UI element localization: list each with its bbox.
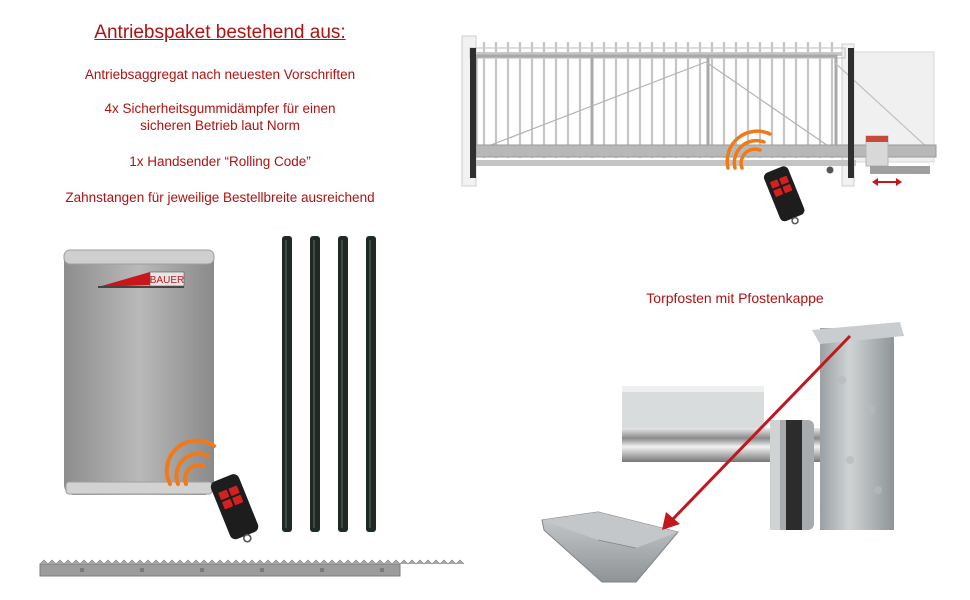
item-dampers-line2: sicheren Betrieb laut Norm <box>140 118 300 133</box>
sliding-gate <box>461 35 937 187</box>
hand-transmitter-remote-icon <box>210 474 259 543</box>
pointer-arrow-icon <box>662 334 852 530</box>
item-dampers-line1: 4x Sicherheitsgummidämpfer für einen <box>104 101 336 116</box>
hand-transmitter-remote-icon <box>763 166 805 225</box>
radio-signal-icon <box>725 129 772 170</box>
sliding-direction-arrow-icon <box>872 178 902 186</box>
item-hand-transmitter: 1x Handsender “Rolling Code” <box>129 154 311 169</box>
drive-unit-motor <box>63 249 215 495</box>
gear-rack <box>39 559 465 577</box>
safety-rubber-dampers <box>282 236 376 532</box>
gate-post-detail <box>622 322 904 530</box>
radio-signal-icon <box>164 438 216 486</box>
post-cap <box>541 511 679 583</box>
page-heading: Antriebspaket bestehend aus: <box>94 22 346 43</box>
motor-brand-label: BAUER <box>150 275 184 286</box>
caption-gate-post: Torpfosten mit Pfostenkappe <box>646 290 824 306</box>
item-racks: Zahnstangen für jeweilige Bestellbreite … <box>65 190 375 205</box>
item-drive-unit: Antriebsaggregat nach neuesten Vorschrif… <box>84 67 356 82</box>
